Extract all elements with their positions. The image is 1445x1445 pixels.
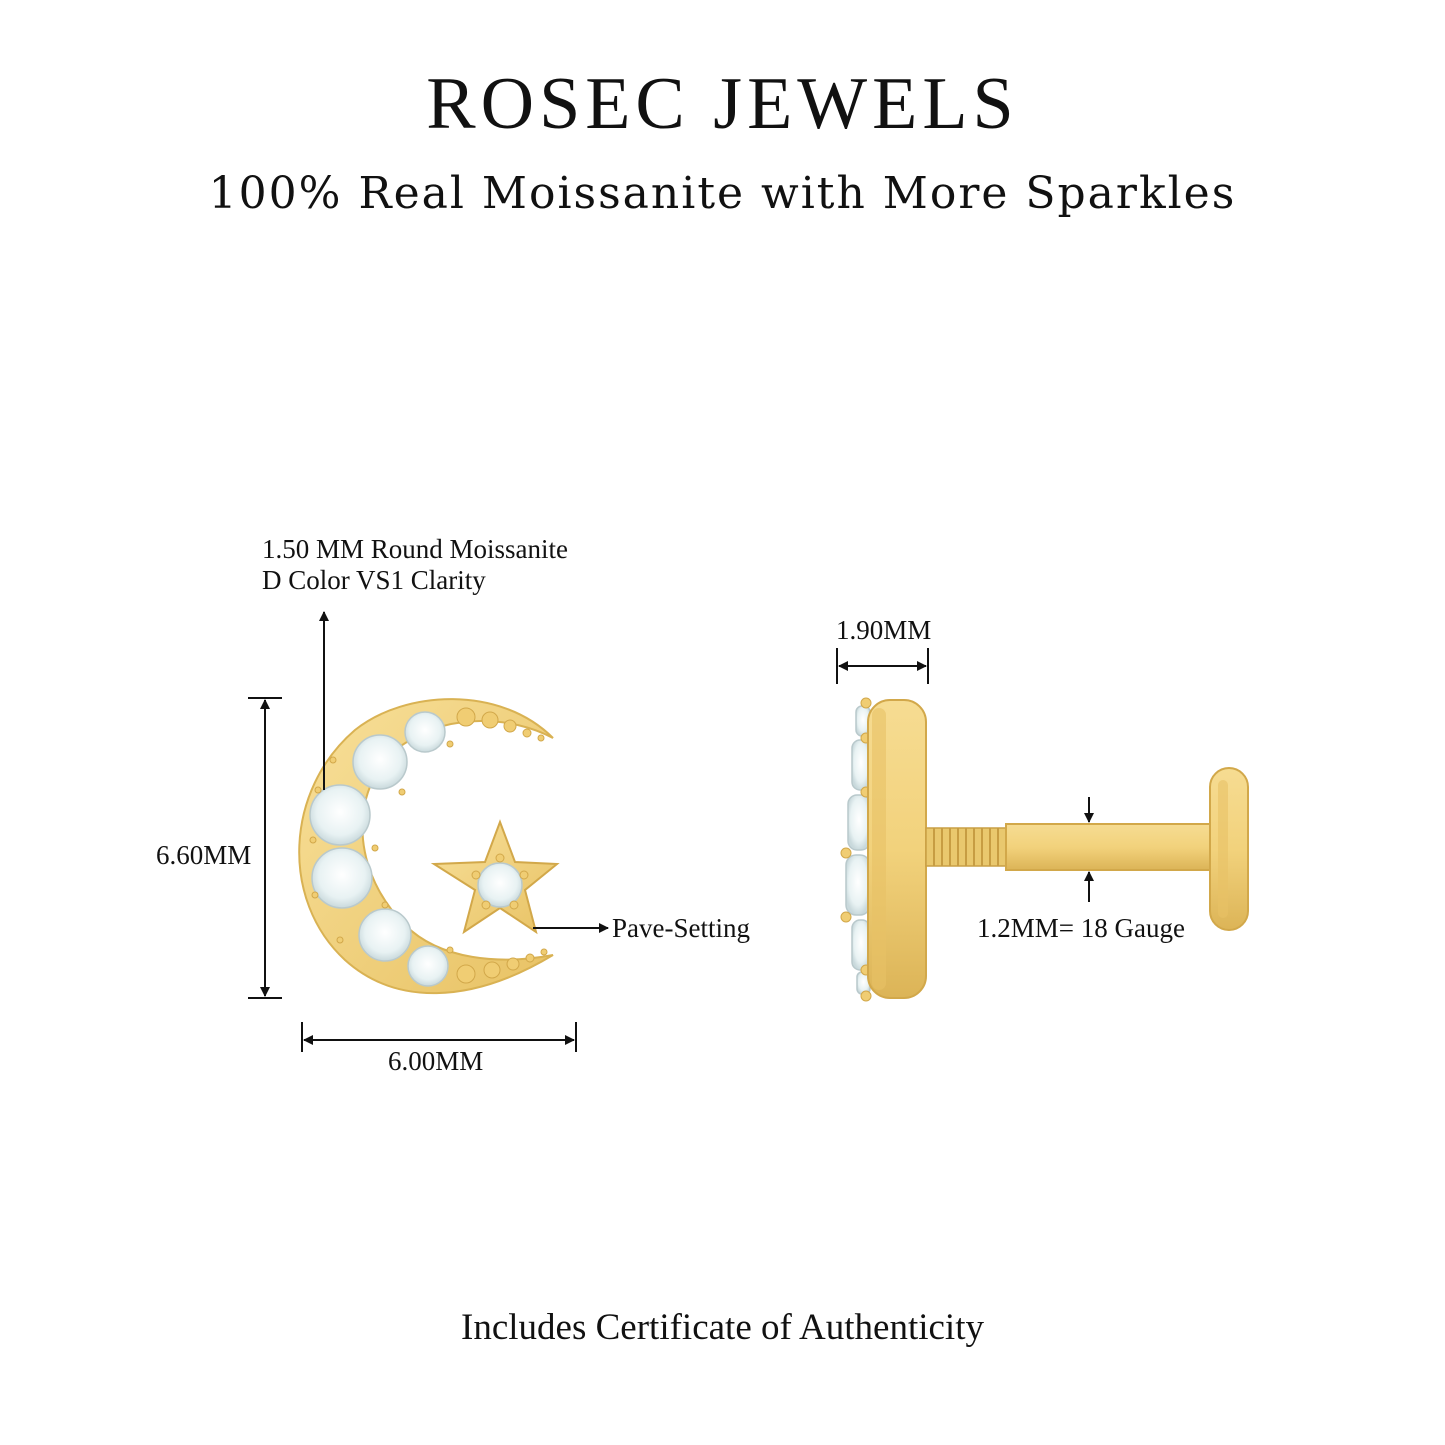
earring-side-view xyxy=(840,697,1249,1002)
width-label: 6.00MM xyxy=(388,1046,484,1076)
milgrain-beads xyxy=(309,707,548,984)
setting-label: Pave-Setting xyxy=(612,913,750,943)
tagline: 100% Real Moissanite with More Sparkles xyxy=(208,168,1237,219)
gauge-label: 1.2MM= 18 Gauge xyxy=(977,913,1185,943)
certificate-note: Includes Certificate of Authenticity xyxy=(461,1307,984,1348)
brand-title: ROSEC JEWELS xyxy=(426,63,1019,145)
height-label: 6.60MM xyxy=(156,840,252,870)
back-disc xyxy=(1209,767,1249,931)
stone-spec-line2: D Color VS1 Clarity xyxy=(262,565,486,595)
star-center-stone xyxy=(477,862,523,908)
thickness-label: 1.90MM xyxy=(836,615,932,645)
post-shaft xyxy=(1005,823,1217,871)
moon-star-earring-front-view xyxy=(298,698,560,995)
stone-spec-line1: 1.50 MM Round Moissanite xyxy=(262,534,569,564)
moissanite-stones xyxy=(309,711,449,987)
